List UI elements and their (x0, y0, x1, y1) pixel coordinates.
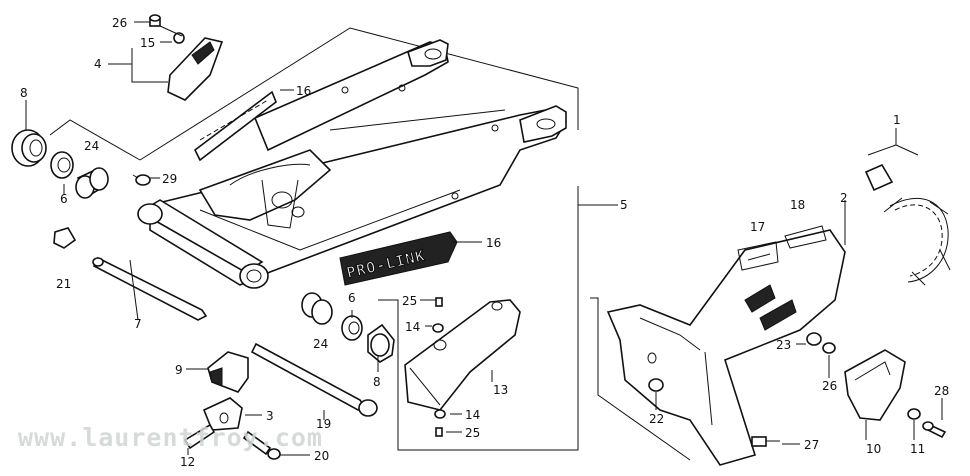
callout-14-lower: 14 (465, 408, 480, 422)
callout-3: 3 (266, 409, 274, 423)
callout-4: 4 (94, 57, 102, 71)
callout-7: 7 (134, 317, 142, 331)
callout-25-lower: 25 (465, 426, 480, 440)
callout-24-right: 24 (313, 337, 328, 351)
washer-14-upper (432, 323, 444, 333)
decal-upper (193, 90, 277, 162)
collar-6-right (341, 315, 363, 341)
label-18 (784, 225, 827, 249)
callout-10: 10 (866, 442, 881, 456)
callout-18: 18 (790, 198, 805, 212)
callout-23: 23 (776, 338, 791, 352)
callout-20: 20 (314, 449, 329, 463)
label-17 (737, 241, 779, 271)
callout-17: 17 (750, 220, 765, 234)
callout-16: 16 (296, 84, 311, 98)
callout-16-prolink: 16 (486, 236, 501, 250)
callout-14: 14 (405, 320, 420, 334)
chaincase-group-outline (590, 297, 691, 461)
bolt-20 (242, 430, 281, 460)
long-bolt-19 (250, 342, 378, 417)
linkage-group-outline (378, 186, 579, 451)
dust-seal-left (11, 129, 47, 167)
swingarm-group-outline (49, 27, 579, 161)
chain-case-2 (606, 229, 846, 466)
bolt-26-right (822, 342, 836, 354)
callout-5: 5 (620, 198, 628, 212)
shock-link-13 (404, 299, 521, 411)
callout-11: 11 (910, 442, 925, 456)
callout-28: 28 (934, 384, 949, 398)
bolt-28 (922, 421, 947, 439)
bolt-15-26 (149, 14, 161, 27)
callout-13: 13 (493, 383, 508, 397)
callout-29: 29 (162, 172, 177, 186)
callout-6-right: 6 (348, 291, 356, 305)
callout-19: 19 (316, 417, 331, 431)
callout-6: 6 (60, 192, 68, 206)
swingarm (137, 39, 567, 289)
collar-22 (648, 378, 664, 392)
washer-14-lower (434, 409, 446, 419)
grease-fitting-29 (132, 174, 151, 186)
callout-15: 15 (140, 36, 155, 50)
needle-bearing-right (301, 292, 333, 325)
chain-slider-10 (844, 349, 906, 421)
callout-8-right: 8 (373, 375, 381, 389)
callout-24: 24 (84, 139, 99, 153)
callout-21: 21 (56, 277, 71, 291)
callout-9: 9 (175, 363, 183, 377)
bolt-25-upper (435, 297, 443, 307)
chain-slider-4 (159, 25, 224, 101)
bushing-9 (207, 351, 249, 393)
callout-2: 2 (840, 191, 848, 205)
leader-lines (25, 21, 943, 456)
drive-chain-1 (864, 163, 951, 286)
callout-8: 8 (20, 86, 28, 100)
callout-27: 27 (804, 438, 819, 452)
callout-1: 1 (893, 113, 901, 127)
pin-12 (183, 423, 216, 450)
watermark: www.laurentfroy.com (18, 423, 323, 452)
callout-12: 12 (180, 455, 195, 469)
collar-6-left (50, 151, 74, 179)
callout-labels: 26 15 4 8 16 24 29 6 21 7 16 5 1 17 18 2… (20, 16, 949, 469)
callout-22: 22 (649, 412, 664, 426)
dust-seal-right (367, 323, 395, 363)
callout-26: 26 (112, 16, 127, 30)
callout-26-right: 26 (822, 379, 837, 393)
bolt-27 (751, 436, 780, 447)
pivot-shaft-7 (92, 256, 208, 321)
pro-link-decal: PRO-LINK (339, 231, 458, 286)
bolt-25-lower (435, 427, 443, 437)
callout-25: 25 (402, 294, 417, 308)
needle-bearing-left (75, 167, 109, 199)
collar-11 (907, 408, 921, 420)
cap-21 (53, 227, 77, 249)
rubber-23 (806, 332, 822, 346)
